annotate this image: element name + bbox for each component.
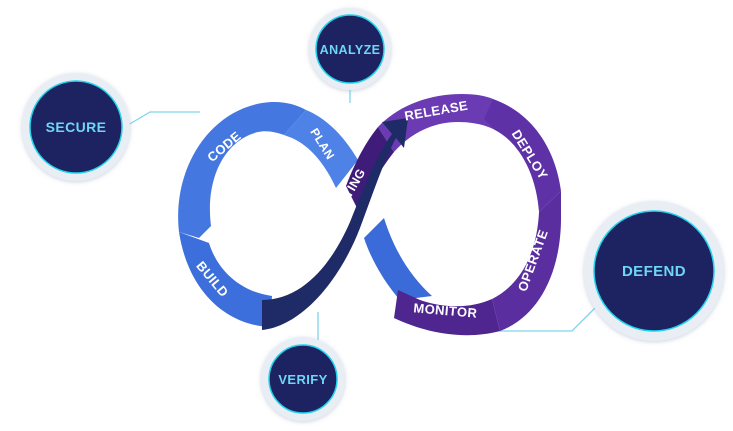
right-loop-inner-shade bbox=[346, 127, 394, 210]
release-segment bbox=[378, 94, 495, 152]
connector-defend bbox=[468, 306, 597, 332]
deploy-segment bbox=[484, 99, 561, 212]
node-verify: VERIFY bbox=[261, 337, 345, 421]
continuous-testing-band bbox=[262, 118, 408, 330]
left-loop bbox=[178, 101, 432, 327]
verify-label: VERIFY bbox=[278, 372, 327, 387]
build-segment bbox=[179, 232, 272, 327]
left-loop-tail bbox=[364, 218, 432, 300]
node-analyze: ANALYZE bbox=[309, 8, 391, 90]
node-defend: DEFEND bbox=[584, 201, 724, 341]
code-segment bbox=[178, 101, 306, 238]
defend-label: DEFEND bbox=[622, 263, 686, 280]
monitor-segment bbox=[394, 290, 500, 336]
analyze-label: ANALYZE bbox=[320, 43, 381, 57]
operate-segment bbox=[492, 191, 562, 331]
right-loop bbox=[346, 94, 562, 336]
secure-label: SECURE bbox=[46, 119, 107, 135]
monitor-label: MONITOR bbox=[413, 300, 478, 321]
plan-segment bbox=[284, 110, 358, 188]
connector-secure bbox=[127, 111, 200, 126]
node-secure: SECURE bbox=[22, 73, 130, 181]
